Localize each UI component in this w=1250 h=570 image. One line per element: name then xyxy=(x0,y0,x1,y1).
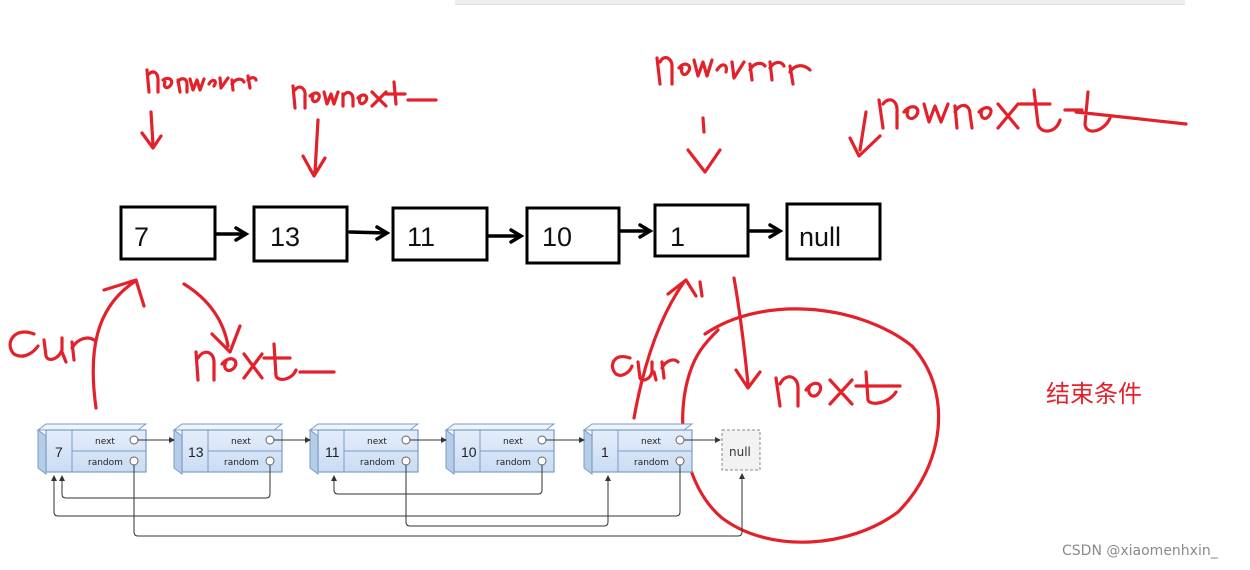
node-value: 10 xyxy=(461,444,477,460)
node-random-label: random xyxy=(88,458,123,468)
node-random-label: random xyxy=(360,458,395,468)
newnext-label-1 xyxy=(291,80,438,110)
top-node-value: 7 xyxy=(134,222,149,252)
cur-label-2 xyxy=(610,355,680,382)
top-node-value: 11 xyxy=(407,222,435,252)
down-arrow-icon xyxy=(732,276,762,390)
node-next-label: next xyxy=(503,437,523,447)
top-node-value: 13 xyxy=(270,222,300,252)
newcur-label-2 xyxy=(655,56,812,86)
null-label: null xyxy=(729,445,751,459)
list-node: 1 next random xyxy=(582,423,694,475)
top-link-arrow xyxy=(348,230,387,235)
bottom-linked-list: 7 next random 13 next random xyxy=(36,423,761,537)
next-label-2 xyxy=(774,370,902,408)
null-node: null xyxy=(721,429,761,471)
top-null-value: null xyxy=(799,222,841,252)
node-next-label: next xyxy=(95,437,115,447)
next-label-1 xyxy=(194,342,336,382)
down-arrow-icon xyxy=(848,110,882,158)
node-next-label: next xyxy=(641,437,661,447)
node-next-label: next xyxy=(231,437,251,447)
cur-label-1 xyxy=(8,330,96,364)
handwritten-annotations xyxy=(8,56,1188,544)
list-node: 10 next random xyxy=(444,423,556,475)
end-condition-circle xyxy=(681,307,941,544)
top-node-box xyxy=(119,205,217,261)
top-node-box xyxy=(785,202,882,261)
node-value: 7 xyxy=(55,444,63,460)
list-node: 13 next random xyxy=(172,423,284,475)
list-node: 11 next random xyxy=(308,423,420,475)
top-linked-list: 7 13 11 10 1 null xyxy=(119,202,882,265)
down-arrow-icon xyxy=(686,116,722,174)
up-arrow-icon xyxy=(632,278,704,420)
node-value: 13 xyxy=(188,444,204,460)
down-arrow-icon xyxy=(301,118,327,178)
top-scroll-bar xyxy=(455,0,1185,5)
node-random-label: random xyxy=(496,458,531,468)
down-arrow-icon xyxy=(182,282,242,354)
node-next-label: next xyxy=(367,437,387,447)
top-node-box xyxy=(391,206,489,262)
node-random-label: random xyxy=(224,458,259,468)
top-node-box xyxy=(525,206,621,265)
top-node-value: 10 xyxy=(542,222,572,252)
node-value: 11 xyxy=(325,444,340,460)
newnext-label-2 xyxy=(877,88,1188,133)
random-pointers xyxy=(51,465,745,537)
down-arrow-icon xyxy=(140,110,163,150)
up-arrow-icon xyxy=(91,278,146,410)
top-node-value: 1 xyxy=(670,222,685,252)
list-node: 7 next random xyxy=(36,423,148,475)
top-node-box xyxy=(252,205,349,263)
newcur-label-1 xyxy=(145,68,258,94)
node-random-label: random xyxy=(634,458,669,468)
top-node-box xyxy=(653,203,750,258)
end-condition-label: 结束条件 xyxy=(1046,380,1142,408)
node-value: 1 xyxy=(601,444,609,460)
watermark: CSDN @xiaomenhxin_ xyxy=(1062,543,1218,559)
